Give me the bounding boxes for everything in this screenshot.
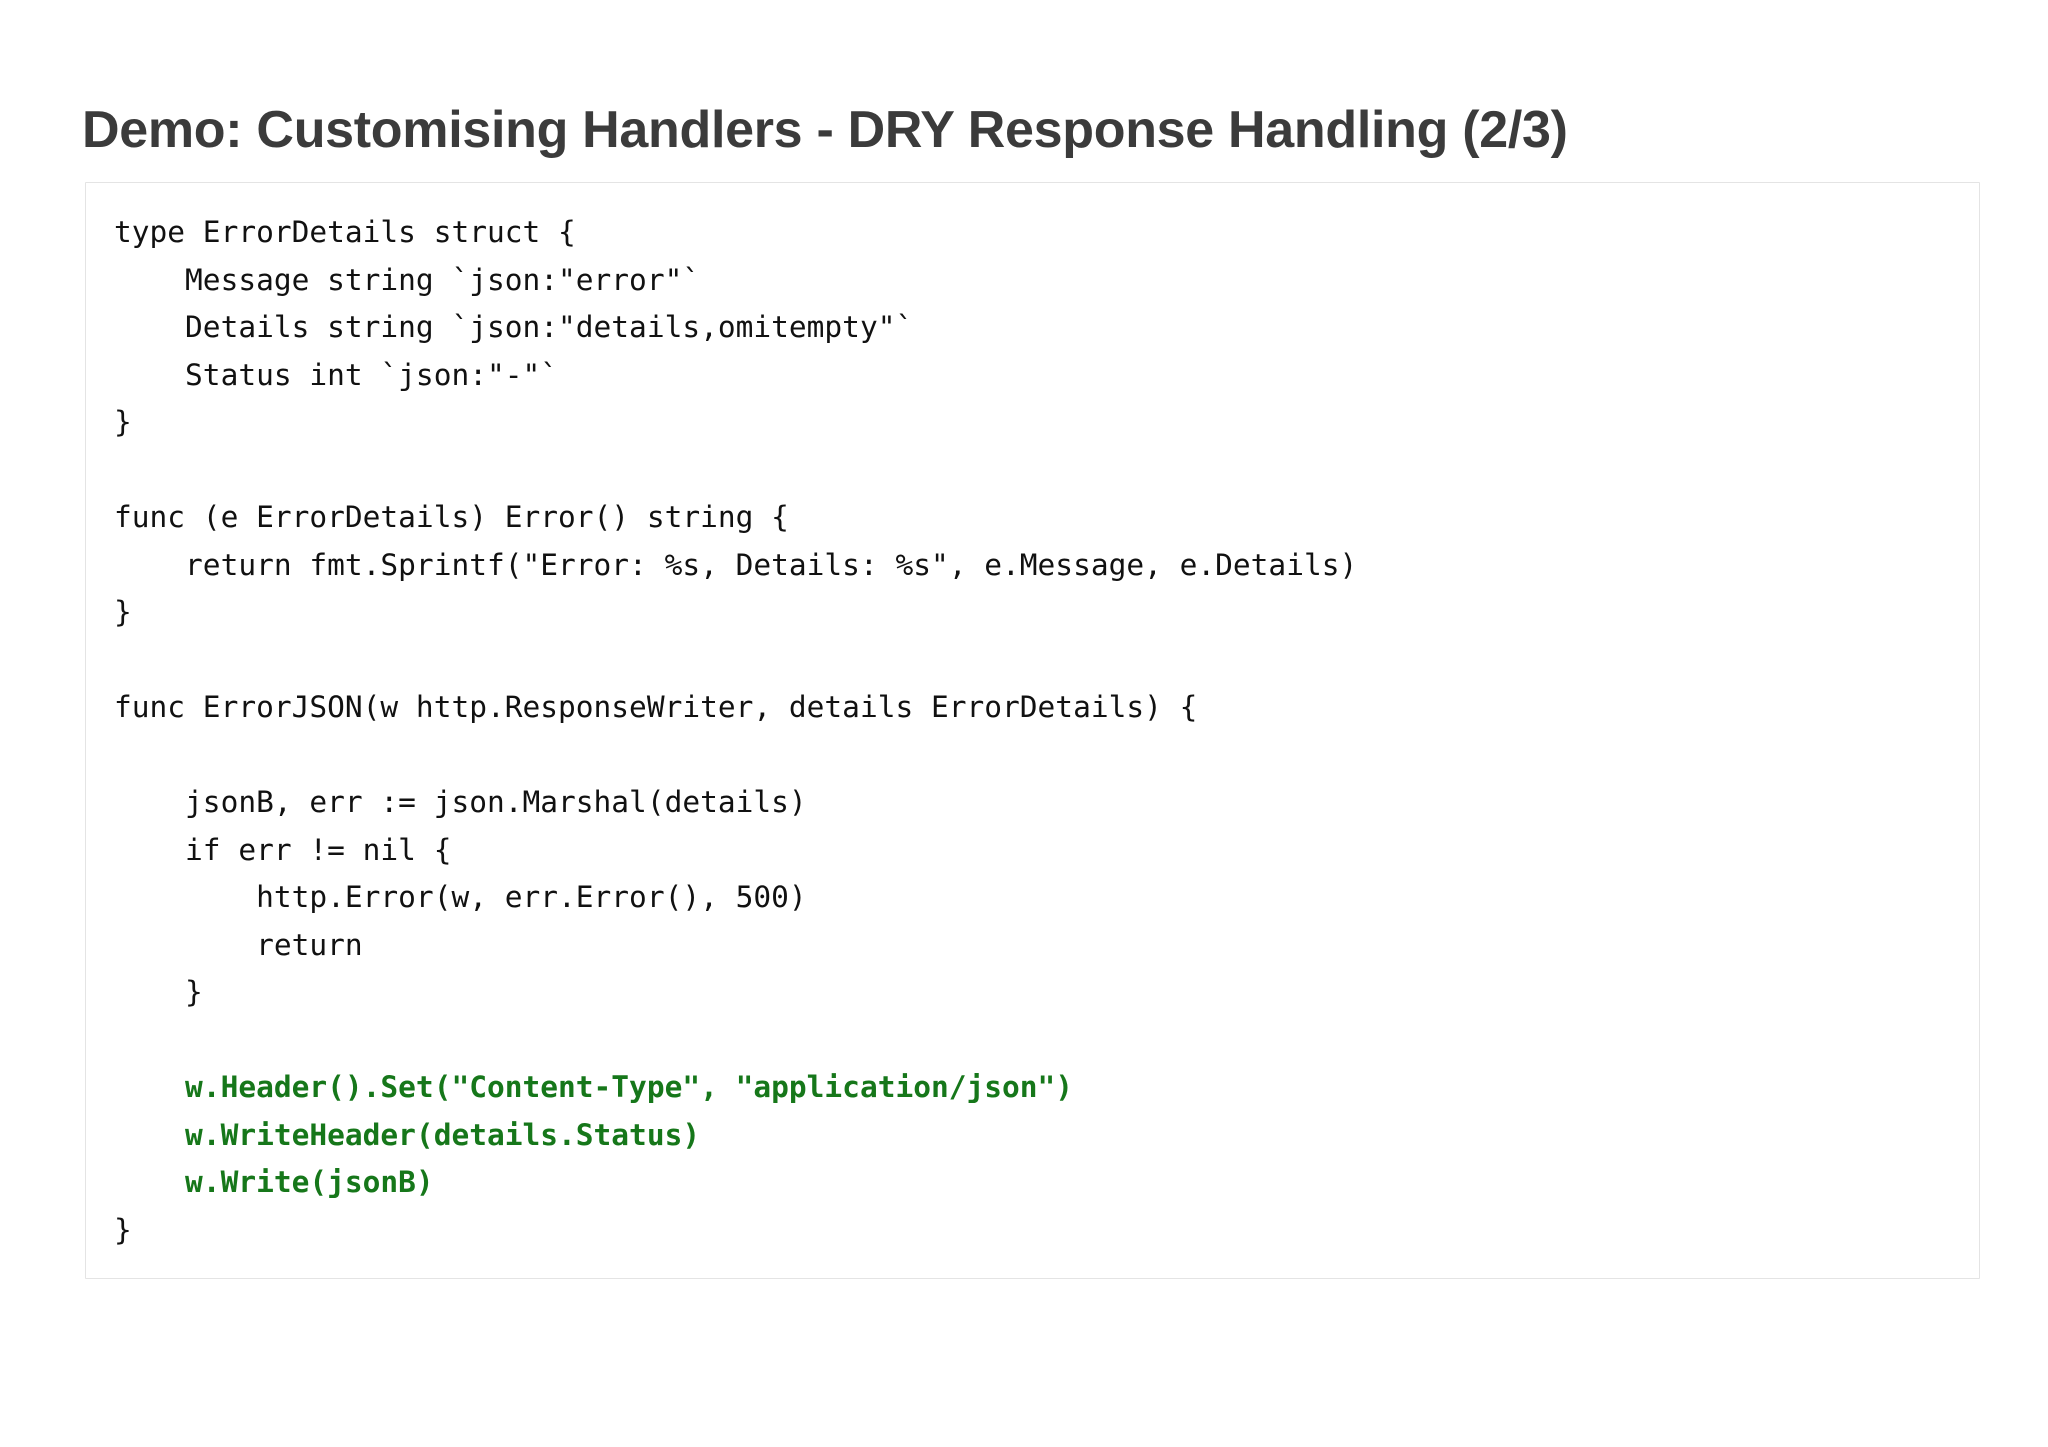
code-line: func (e ErrorDetails) Error() string { xyxy=(114,500,789,534)
code-card: type ErrorDetails struct { Message strin… xyxy=(85,182,1980,1279)
code-line: } xyxy=(114,1212,132,1247)
code-line: if err != nil { xyxy=(114,832,452,867)
code-line: jsonB, err := json.Marshal(details) xyxy=(114,785,807,819)
code-line: type ErrorDetails struct { xyxy=(114,215,576,249)
code-line: } xyxy=(114,975,203,1009)
code-line xyxy=(114,447,1951,495)
code-line: Details string `json:"details,omitempty"… xyxy=(114,310,914,344)
code-line: return xyxy=(114,927,363,962)
code-block: type ErrorDetails struct { Message strin… xyxy=(86,209,1979,1254)
code-line xyxy=(114,1017,1951,1065)
code-line: func ErrorJSON(w http.ResponseWriter, de… xyxy=(114,690,1198,724)
code-line: } xyxy=(114,405,132,439)
page-title: Demo: Customising Handlers - DRY Respons… xyxy=(82,100,1568,159)
code-line: } xyxy=(114,595,132,629)
code-line-highlighted: w.Header().Set("Content-Type", "applicat… xyxy=(114,1070,1074,1104)
code-line: Message string `json:"error"` xyxy=(114,262,701,297)
code-line: http.Error(w, err.Error(), 500) xyxy=(114,880,807,914)
code-line xyxy=(114,732,1951,780)
code-line: return fmt.Sprintf("Error: %s, Details: … xyxy=(114,547,1358,582)
code-line xyxy=(114,637,1951,685)
code-line-highlighted: w.Write(jsonB) xyxy=(114,1165,434,1199)
code-line-highlighted: w.WriteHeader(details.Status) xyxy=(114,1117,701,1152)
code-line: Status int `json:"-"` xyxy=(114,357,559,392)
